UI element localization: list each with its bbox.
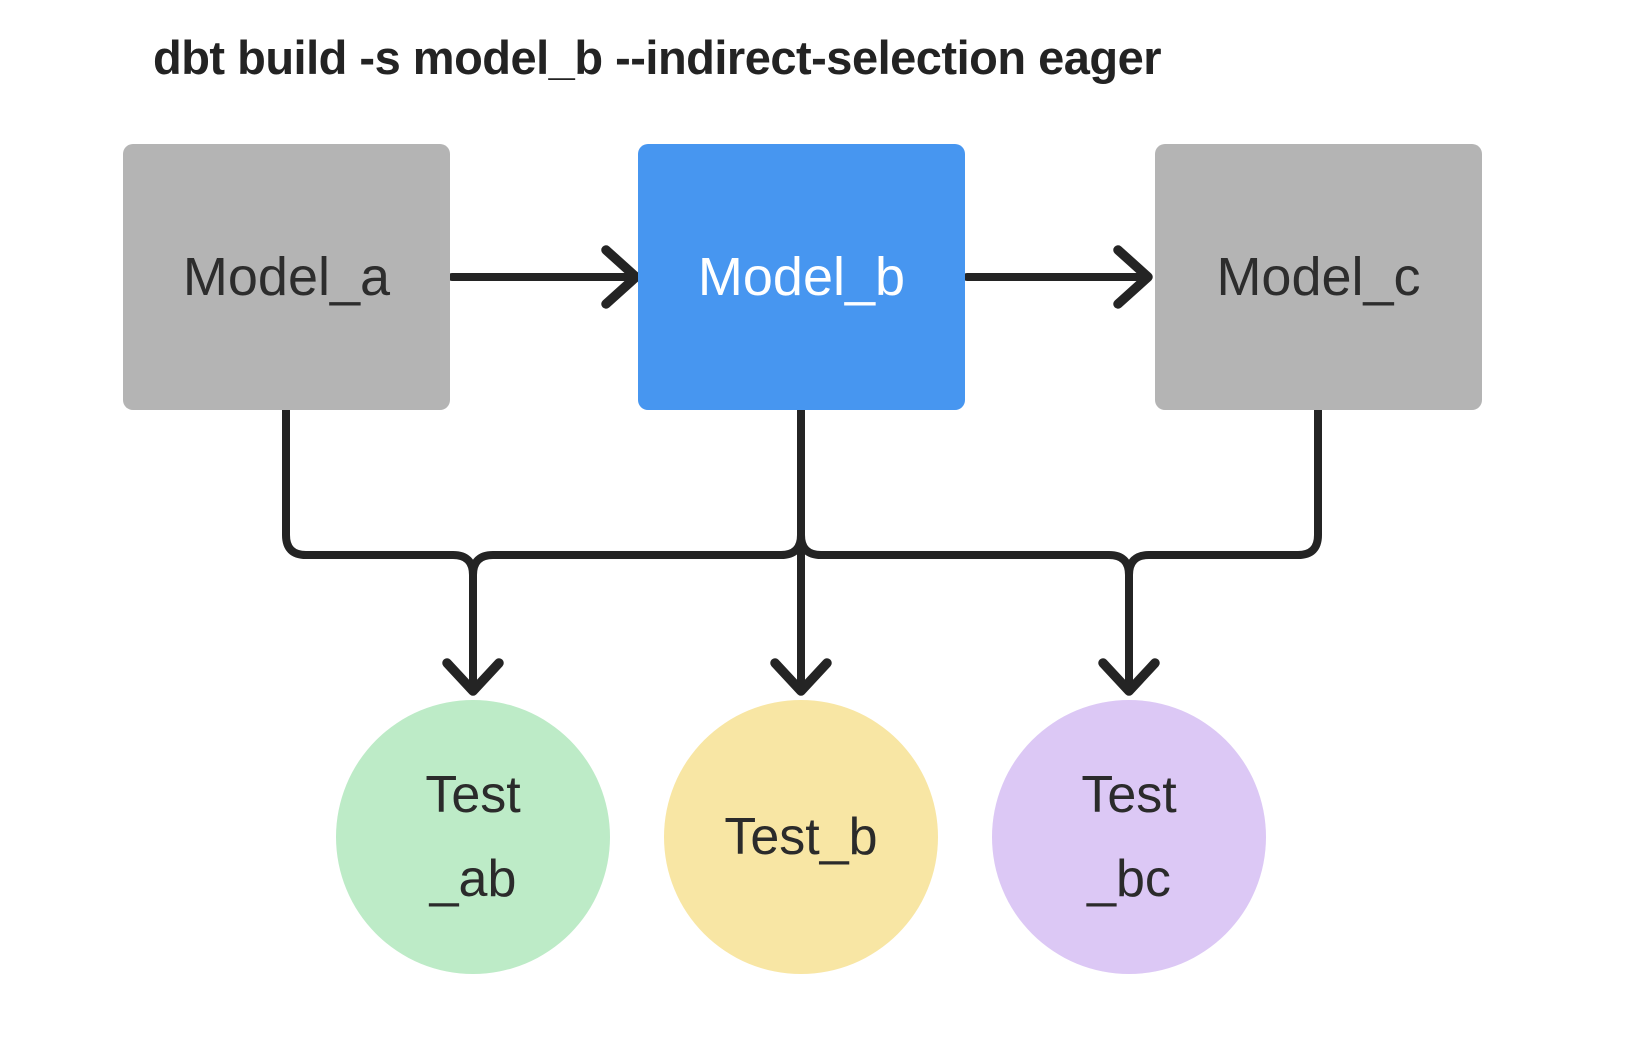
node-model-b-label: Model_b	[697, 247, 906, 307]
edge-model-b-test-ab	[469, 406, 805, 693]
node-test-ab-label-line2: _ab	[429, 850, 517, 908]
node-model-c-label: Model_c	[1216, 247, 1421, 307]
node-model-a-label: Model_a	[182, 247, 391, 307]
node-model-a: Model_a	[123, 144, 450, 410]
node-test-b: Test_b	[664, 700, 938, 974]
arrowhead-test-ab-icon	[442, 658, 504, 696]
node-test-bc-label-line2: _bc	[1087, 850, 1171, 908]
diagram-title: dbt build -s model_b --indirect-selectio…	[153, 31, 1162, 84]
node-model-b: Model_b	[638, 144, 965, 410]
arrowhead-test-b-icon	[770, 658, 832, 696]
arrowhead-test-bc-icon	[1098, 658, 1160, 696]
arrowhead-model-b-icon	[601, 245, 641, 309]
edge-model-b-test-bc	[797, 406, 1133, 693]
edge-model-c-test-bc	[1125, 406, 1322, 693]
node-test-b-label-line1: Test_b	[724, 808, 878, 866]
node-test-bc: Test _bc	[992, 700, 1266, 974]
node-test-bc-label-line1: Test	[1081, 766, 1177, 824]
node-test-ab: Test _ab	[336, 700, 610, 974]
arrowhead-model-c-icon	[1113, 245, 1153, 309]
edge-model-a-test-ab	[282, 406, 477, 693]
node-model-c: Model_c	[1155, 144, 1482, 410]
node-test-ab-label-line1: Test	[425, 766, 521, 824]
